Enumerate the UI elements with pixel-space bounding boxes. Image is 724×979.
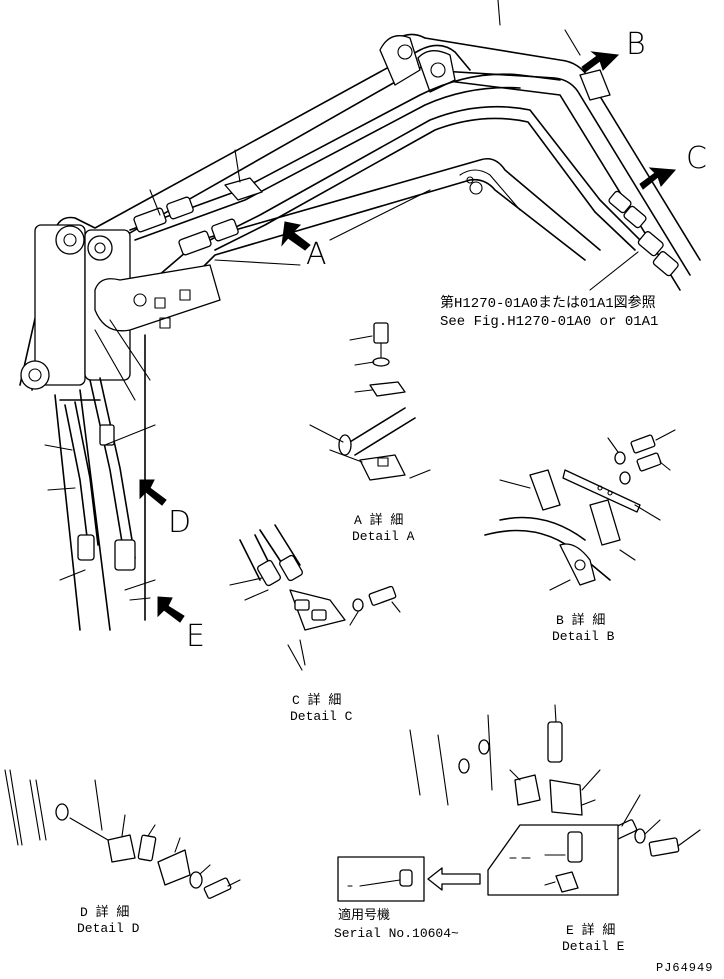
detail-a-caption-jp: A 詳 細	[354, 513, 404, 528]
view-label-e: E	[186, 619, 205, 654]
reference-note-en: See Fig.H1270-01A0 or 01A1	[440, 314, 659, 330]
detail-c-drawing	[229, 524, 401, 671]
view-label-a: A	[306, 237, 327, 272]
detail-a-drawing	[309, 322, 431, 481]
serial-caption-jp: 適用号機	[338, 908, 391, 923]
hose-lines	[44, 0, 641, 601]
serial-caption-en: Serial No.10604~	[334, 926, 459, 941]
view-label-d: D	[168, 505, 192, 540]
view-arrows	[139, 51, 677, 623]
drawing-code: PJ64949	[656, 961, 714, 975]
detail-b-caption-jp: B 詳 細	[556, 613, 606, 628]
detail-d-caption-en: Detail D	[77, 921, 140, 936]
detail-e-caption-en: Detail E	[562, 939, 625, 954]
detail-e-drawing	[337, 704, 701, 902]
right-fittings	[579, 69, 679, 291]
detail-b-caption-en: Detail B	[552, 629, 615, 644]
detail-c-caption-en: Detail C	[290, 709, 353, 724]
reference-note-jp: 第H1270-01A0または01A1図参照	[440, 296, 656, 312]
detail-b-drawing	[484, 429, 676, 591]
detail-d-caption-jp: D 詳 細	[80, 905, 130, 920]
view-label-b: B	[626, 27, 646, 62]
detail-d-drawing	[4, 769, 241, 899]
view-label-c: C	[686, 141, 707, 176]
boom-assembly	[19, 33, 701, 631]
detail-a-caption-en: Detail A	[352, 529, 415, 544]
detail-c-caption-jp: C 詳 細	[292, 693, 342, 708]
detail-e-caption-jp: E 詳 細	[566, 923, 616, 938]
